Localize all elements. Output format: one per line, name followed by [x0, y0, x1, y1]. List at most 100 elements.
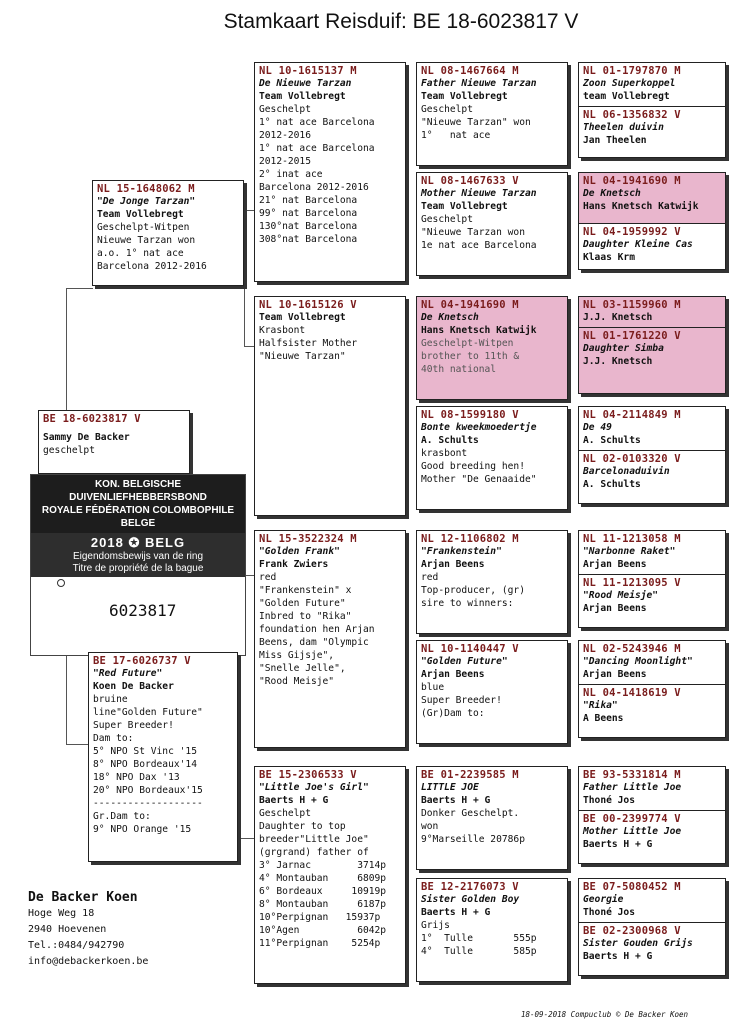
card-line: Beens, dam "Olympic [259, 637, 369, 648]
owner-address: Hoge Weg 18 [28, 908, 95, 919]
card-name: Zoon Superkoppel [583, 78, 676, 89]
card-owner: Team Vollebregt [421, 91, 508, 102]
card-ring: BE 01-2239585 M [421, 769, 519, 781]
card-ring: NL 02-0103320 V [583, 453, 681, 465]
gen3-card: BE 01-2239585 M LITTLE JOE Baerts H + G … [416, 766, 568, 870]
gen4-pair-card: NL 02-5243946 M "Dancing Moonlight" Arja… [578, 640, 726, 738]
subject-line: geschelpt [43, 445, 95, 456]
sire-line: Nieuwe Tarzan won [97, 235, 196, 246]
card-line: "Nieuwe Tarzan" won [421, 117, 531, 128]
gen4-pair-card: NL 03-1159960 M J.J. Knetsch NL 01-17612… [578, 296, 726, 394]
card-line: 21° nat Barcelona [259, 195, 358, 206]
card-owner: Arjan Beens [583, 559, 647, 570]
card-line: 2° inat ace [259, 169, 323, 180]
gen4-pair-card: NL 04-2114849 M De 49 A. Schults NL 02-0… [578, 406, 726, 504]
owner-name: De Backer Koen [28, 890, 138, 905]
card-name: LITTLE JOE [421, 782, 479, 793]
dam-line: 5° NPO St Vinc '15 [93, 746, 197, 757]
gen4-pair-card: BE 07-5080452 M Georgie Thoné Jos BE 02-… [578, 878, 726, 976]
card-ring: BE 93-5331814 M [583, 769, 681, 781]
card-line: won [421, 821, 439, 832]
card-owner: Baerts H + G [421, 795, 491, 806]
org-name-nl: KON. BELGISCHE DUIVENLIEFHEBBERSBOND [69, 479, 207, 503]
sire-line: Barcelona 2012-2016 [97, 261, 207, 272]
card-line: 130°nat Barcelona [259, 221, 358, 232]
card-line: (Gr)Dam to: [421, 708, 485, 719]
card-ring: NL 06-1356832 V [583, 109, 681, 121]
ring-number: 6023817 [109, 601, 177, 620]
card-owner: Baerts H + G [583, 839, 653, 850]
subject-line: Sammy De Backer [43, 432, 130, 443]
card-line: krasbont [421, 448, 468, 459]
dam-line: 18° NPO Dax '13 [93, 772, 180, 783]
dam-line: bruine [93, 694, 128, 705]
card-name: De Knetsch [421, 312, 479, 323]
card-owner: Team Vollebregt [259, 91, 346, 102]
card-name: Father Nieuwe Tarzan [421, 78, 537, 89]
sire-card: NL 15-1648062 M "De Jonge Tarzan" Team V… [92, 180, 244, 286]
card-ring: BE 07-5080452 M [583, 881, 681, 893]
grandsire-paternal-card: NL 10-1615137 M De Nieuwe Tarzan Team Vo… [254, 62, 406, 282]
card-line: red [421, 572, 439, 583]
card-line: sire to winners: [421, 598, 514, 609]
card-line: Geschelpt [421, 214, 473, 225]
card-line: "Frankenstein" x [259, 585, 352, 596]
card-line: red [259, 572, 277, 583]
subject-ring: BE 18-6023817 V [43, 413, 141, 425]
card-ring: NL 12-1106802 M [421, 533, 519, 545]
gen3-card: NL 08-1467664 M Father Nieuwe Tarzan Tea… [416, 62, 568, 166]
card-line: Mother "De Genaaide" [421, 474, 537, 485]
card-line: Daughter to top [259, 821, 346, 832]
ring-doc-fr: Titre de propriété de la bague [72, 563, 204, 574]
dam-ring: BE 17-6026737 V [93, 655, 191, 667]
card-line: 2012-2015 [259, 156, 311, 167]
gen3-card: NL 10-1140447 V "Golden Future" Arjan Be… [416, 640, 568, 744]
card-line: Geschelpt [259, 104, 311, 115]
card-line: Miss Gijsje", [259, 650, 335, 661]
card-name: "Little Joe's Girl" [259, 782, 369, 793]
connector-sire-parents [244, 210, 257, 347]
card-owner: Hans Knetsch Katwijk [421, 325, 537, 336]
dam-line: Dam to: [93, 733, 134, 744]
card-line: "Nieuwe Tarzan" [259, 351, 346, 362]
card-line: 6° Bordeaux 10919p [259, 886, 387, 897]
page-title: Stamkaart Reisduif: BE 18-6023817 V [223, 10, 579, 33]
card-line: Super Breeder! [421, 695, 502, 706]
card-ring: NL 04-2114849 M [583, 409, 681, 421]
dam-line: Gr.Dam to: [93, 811, 151, 822]
card-line: 10°Perpignan 15937p [259, 912, 381, 923]
grandsire-maternal-card: NL 15-3522324 M "Golden Frank" Frank Zwi… [254, 530, 406, 748]
owner-phone: Tel.:0484/942790 [28, 940, 125, 951]
card-name: "Rood Meisje" [583, 590, 659, 601]
card-line: Halfsister Mother [259, 338, 358, 349]
card-line: Grijs [421, 920, 450, 931]
dam-owner: Koen De Backer [93, 681, 174, 692]
card-owner: Baerts H + G [583, 951, 653, 962]
card-ring: NL 10-1140447 V [421, 643, 519, 655]
card-name: "Rika" [583, 700, 618, 711]
card-name: Georgie [583, 894, 624, 905]
card-name: "Narbonne Raket" [583, 546, 676, 557]
card-ring: BE 12-2176073 V [421, 881, 519, 893]
card-line: 1° Tulle 555p [421, 933, 537, 944]
card-owner: Baerts H + G [259, 795, 329, 806]
card-line: 1e nat ace Barcelona [421, 240, 537, 251]
card-name: Daughter Simba [583, 343, 664, 354]
card-ring: BE 02-2300968 V [583, 925, 681, 937]
card-line: 10°Agen 6042p [259, 925, 387, 936]
card-owner: Jan Theelen [583, 135, 647, 146]
card-line: Top-producer, (gr) [421, 585, 525, 596]
gen4-pair-card: NL 11-1213058 M "Narbonne Raket" Arjan B… [578, 530, 726, 628]
card-owner: A. Schults [421, 435, 479, 446]
card-ring: NL 08-1599180 V [421, 409, 519, 421]
gen4-pair-card: BE 93-5331814 M Father Little Joe Thoné … [578, 766, 726, 864]
card-name: Sister Gouden Grijs [583, 938, 693, 949]
footer-text: 18-09-2018 Compuclub © De Backer Koen [521, 1010, 689, 1019]
owner-email[interactable]: info@debackerkoen.be [28, 956, 149, 967]
card-name: Bonte kweekmoedertje [421, 422, 537, 433]
card-name: De Nieuwe Tarzan [259, 78, 352, 89]
card-line: foundation hen Arjan [259, 624, 375, 635]
gen4-pair-card: NL 04-1941690 M De Knetsch Hans Knetsch … [578, 172, 726, 270]
card-owner: A Beens [583, 713, 624, 724]
card-name: Father Little Joe [583, 782, 682, 793]
